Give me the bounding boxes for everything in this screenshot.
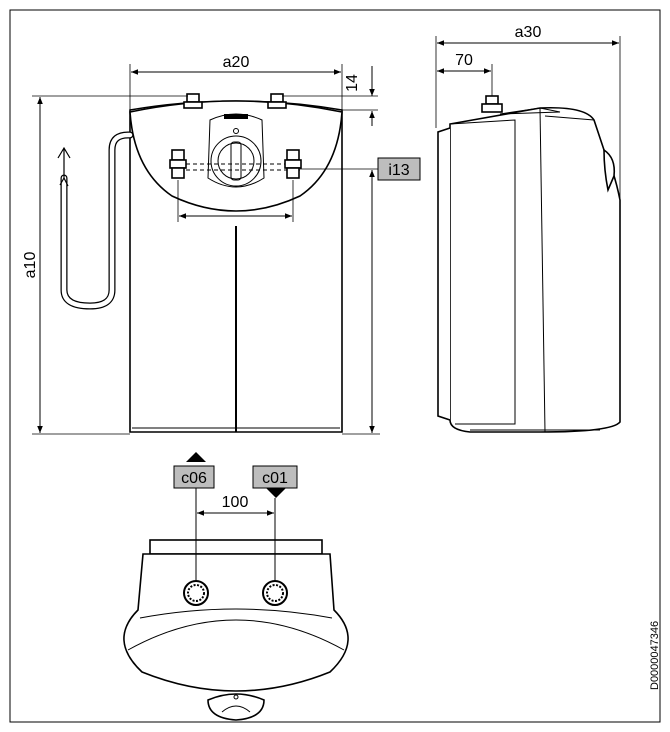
temperature-knob-icon bbox=[210, 135, 262, 187]
bottom-view bbox=[123, 539, 349, 721]
wall-bracket bbox=[437, 127, 451, 421]
bottom-curve bbox=[127, 619, 345, 651]
callout-label-c01: c01 bbox=[262, 470, 288, 487]
knob-ring bbox=[217, 142, 255, 180]
power-cable-inner bbox=[61, 132, 133, 309]
side-top-ridge bbox=[499, 107, 561, 115]
side-front-panel bbox=[449, 119, 516, 425]
side-panel-edge bbox=[539, 107, 546, 433]
callout-label-c06: c06 bbox=[181, 470, 207, 487]
fixing-screw-left bbox=[169, 149, 187, 179]
dimension-label-14: 14 bbox=[344, 74, 361, 92]
callout-label-i13: i13 bbox=[388, 162, 409, 179]
document-id: D0000047346 bbox=[649, 621, 661, 690]
dimension-100: 100 bbox=[197, 494, 274, 516]
dimension-a10: a10 bbox=[22, 95, 188, 435]
dimension-label-100: 100 bbox=[222, 494, 249, 511]
heater-cover bbox=[129, 100, 343, 212]
cable-end-icon bbox=[57, 146, 71, 187]
status-indicator bbox=[224, 114, 248, 119]
dimension-label-a10: a10 bbox=[22, 252, 39, 279]
front-view bbox=[57, 93, 343, 433]
power-cable bbox=[60, 131, 134, 310]
bottom-top-strip bbox=[149, 539, 323, 555]
bottom-knob-icon bbox=[207, 693, 265, 721]
dimension-a20: a20 bbox=[129, 54, 343, 110]
dimension-a30: a30 bbox=[435, 24, 621, 200]
heater-body-bottom bbox=[123, 553, 349, 692]
dimension-label-a20: a20 bbox=[223, 54, 250, 71]
callout-c06: c06 bbox=[173, 452, 215, 581]
callout-c01: c01 bbox=[252, 465, 298, 581]
knob-side-icon bbox=[603, 148, 616, 193]
drawing-frame bbox=[9, 9, 661, 723]
water-connector-right bbox=[267, 93, 287, 109]
dimension-70: 70 bbox=[437, 52, 493, 96]
pipe-c06-icon bbox=[183, 580, 209, 606]
pipe-c01-icon bbox=[262, 580, 288, 606]
side-top-line bbox=[544, 115, 595, 121]
indicator-lamp bbox=[233, 128, 239, 134]
side-view bbox=[437, 95, 621, 433]
knob-grip bbox=[230, 141, 242, 181]
dimension-label-a30: a30 bbox=[515, 24, 542, 41]
callout-i13: i13 bbox=[377, 157, 421, 181]
heater-body-side bbox=[449, 106, 621, 433]
dimension-bracket-width bbox=[177, 180, 294, 222]
water-connector-side bbox=[481, 95, 503, 113]
dimension-label-70: 70 bbox=[455, 52, 473, 69]
bottom-ridge bbox=[139, 608, 333, 619]
water-connector-left bbox=[183, 93, 203, 109]
dimension-bracket-right bbox=[300, 168, 382, 435]
fixing-screw-right bbox=[284, 149, 302, 179]
dimension-14: 14 bbox=[282, 66, 378, 126]
